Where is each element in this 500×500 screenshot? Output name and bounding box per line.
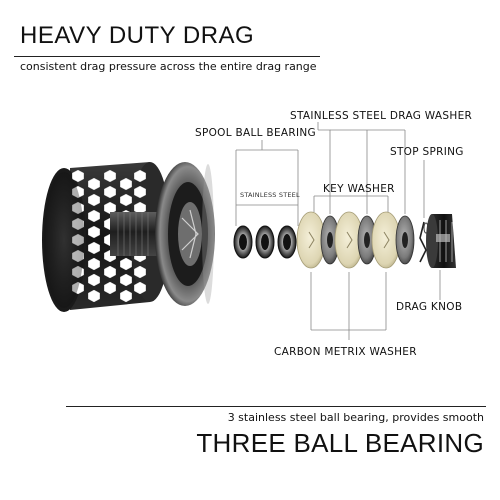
hex-cutout	[120, 273, 132, 287]
headline-subtitle: consistent drag pressure across the enti…	[20, 60, 317, 73]
washer-icon	[296, 211, 415, 269]
spool-icon	[42, 162, 215, 312]
label-spool-ball-bearing: SPOOL BALL BEARING	[195, 127, 316, 139]
hex-cutout	[104, 169, 116, 183]
label-stainless-steel: STAINLESS STEEL	[240, 191, 300, 199]
top-divider	[14, 56, 320, 57]
hex-cutout	[120, 177, 132, 191]
hex-cutout	[88, 257, 100, 271]
hex-cutout	[134, 169, 146, 183]
label-stainless-steel-drag-washer: STAINLESS STEEL DRAG WASHER	[290, 110, 473, 122]
hex-cutout	[120, 289, 132, 303]
footer-subtitle: 3 stainless steel ball bearing, provides…	[227, 411, 484, 424]
hex-cutout	[134, 185, 146, 199]
hex-cutout	[120, 257, 132, 271]
label-drag-knob: DRAG KNOB	[396, 301, 463, 313]
hex-cutout	[104, 281, 116, 295]
bottom-divider	[66, 406, 486, 407]
hex-cutout	[88, 289, 100, 303]
hex-cutout	[104, 265, 116, 279]
hex-cutout	[88, 209, 100, 223]
headline-title: HEAVY DUTY DRAG	[20, 22, 255, 49]
hex-cutout	[134, 281, 146, 295]
hex-cutout	[104, 185, 116, 199]
hex-cutout	[88, 273, 100, 287]
hex-cutout	[88, 193, 100, 207]
ball-bearing-icon	[233, 225, 297, 259]
label-stop-spring: STOP SPRING	[390, 146, 464, 158]
spool-bearing-bracket	[235, 140, 299, 226]
footer-title: THREE BALL BEARING	[196, 428, 484, 458]
hex-cutout	[72, 169, 84, 183]
hex-cutout	[120, 193, 132, 207]
drag-knob-icon	[426, 214, 456, 268]
hex-cutout	[88, 241, 100, 255]
hex-cutout	[134, 265, 146, 279]
label-key-washer: KEY WASHER	[323, 183, 395, 195]
label-carbon-metrix-washer: CARBON METRIX WASHER	[274, 346, 417, 358]
hex-cutout	[88, 225, 100, 239]
leader-lines	[310, 122, 441, 340]
hex-cutout	[88, 177, 100, 191]
